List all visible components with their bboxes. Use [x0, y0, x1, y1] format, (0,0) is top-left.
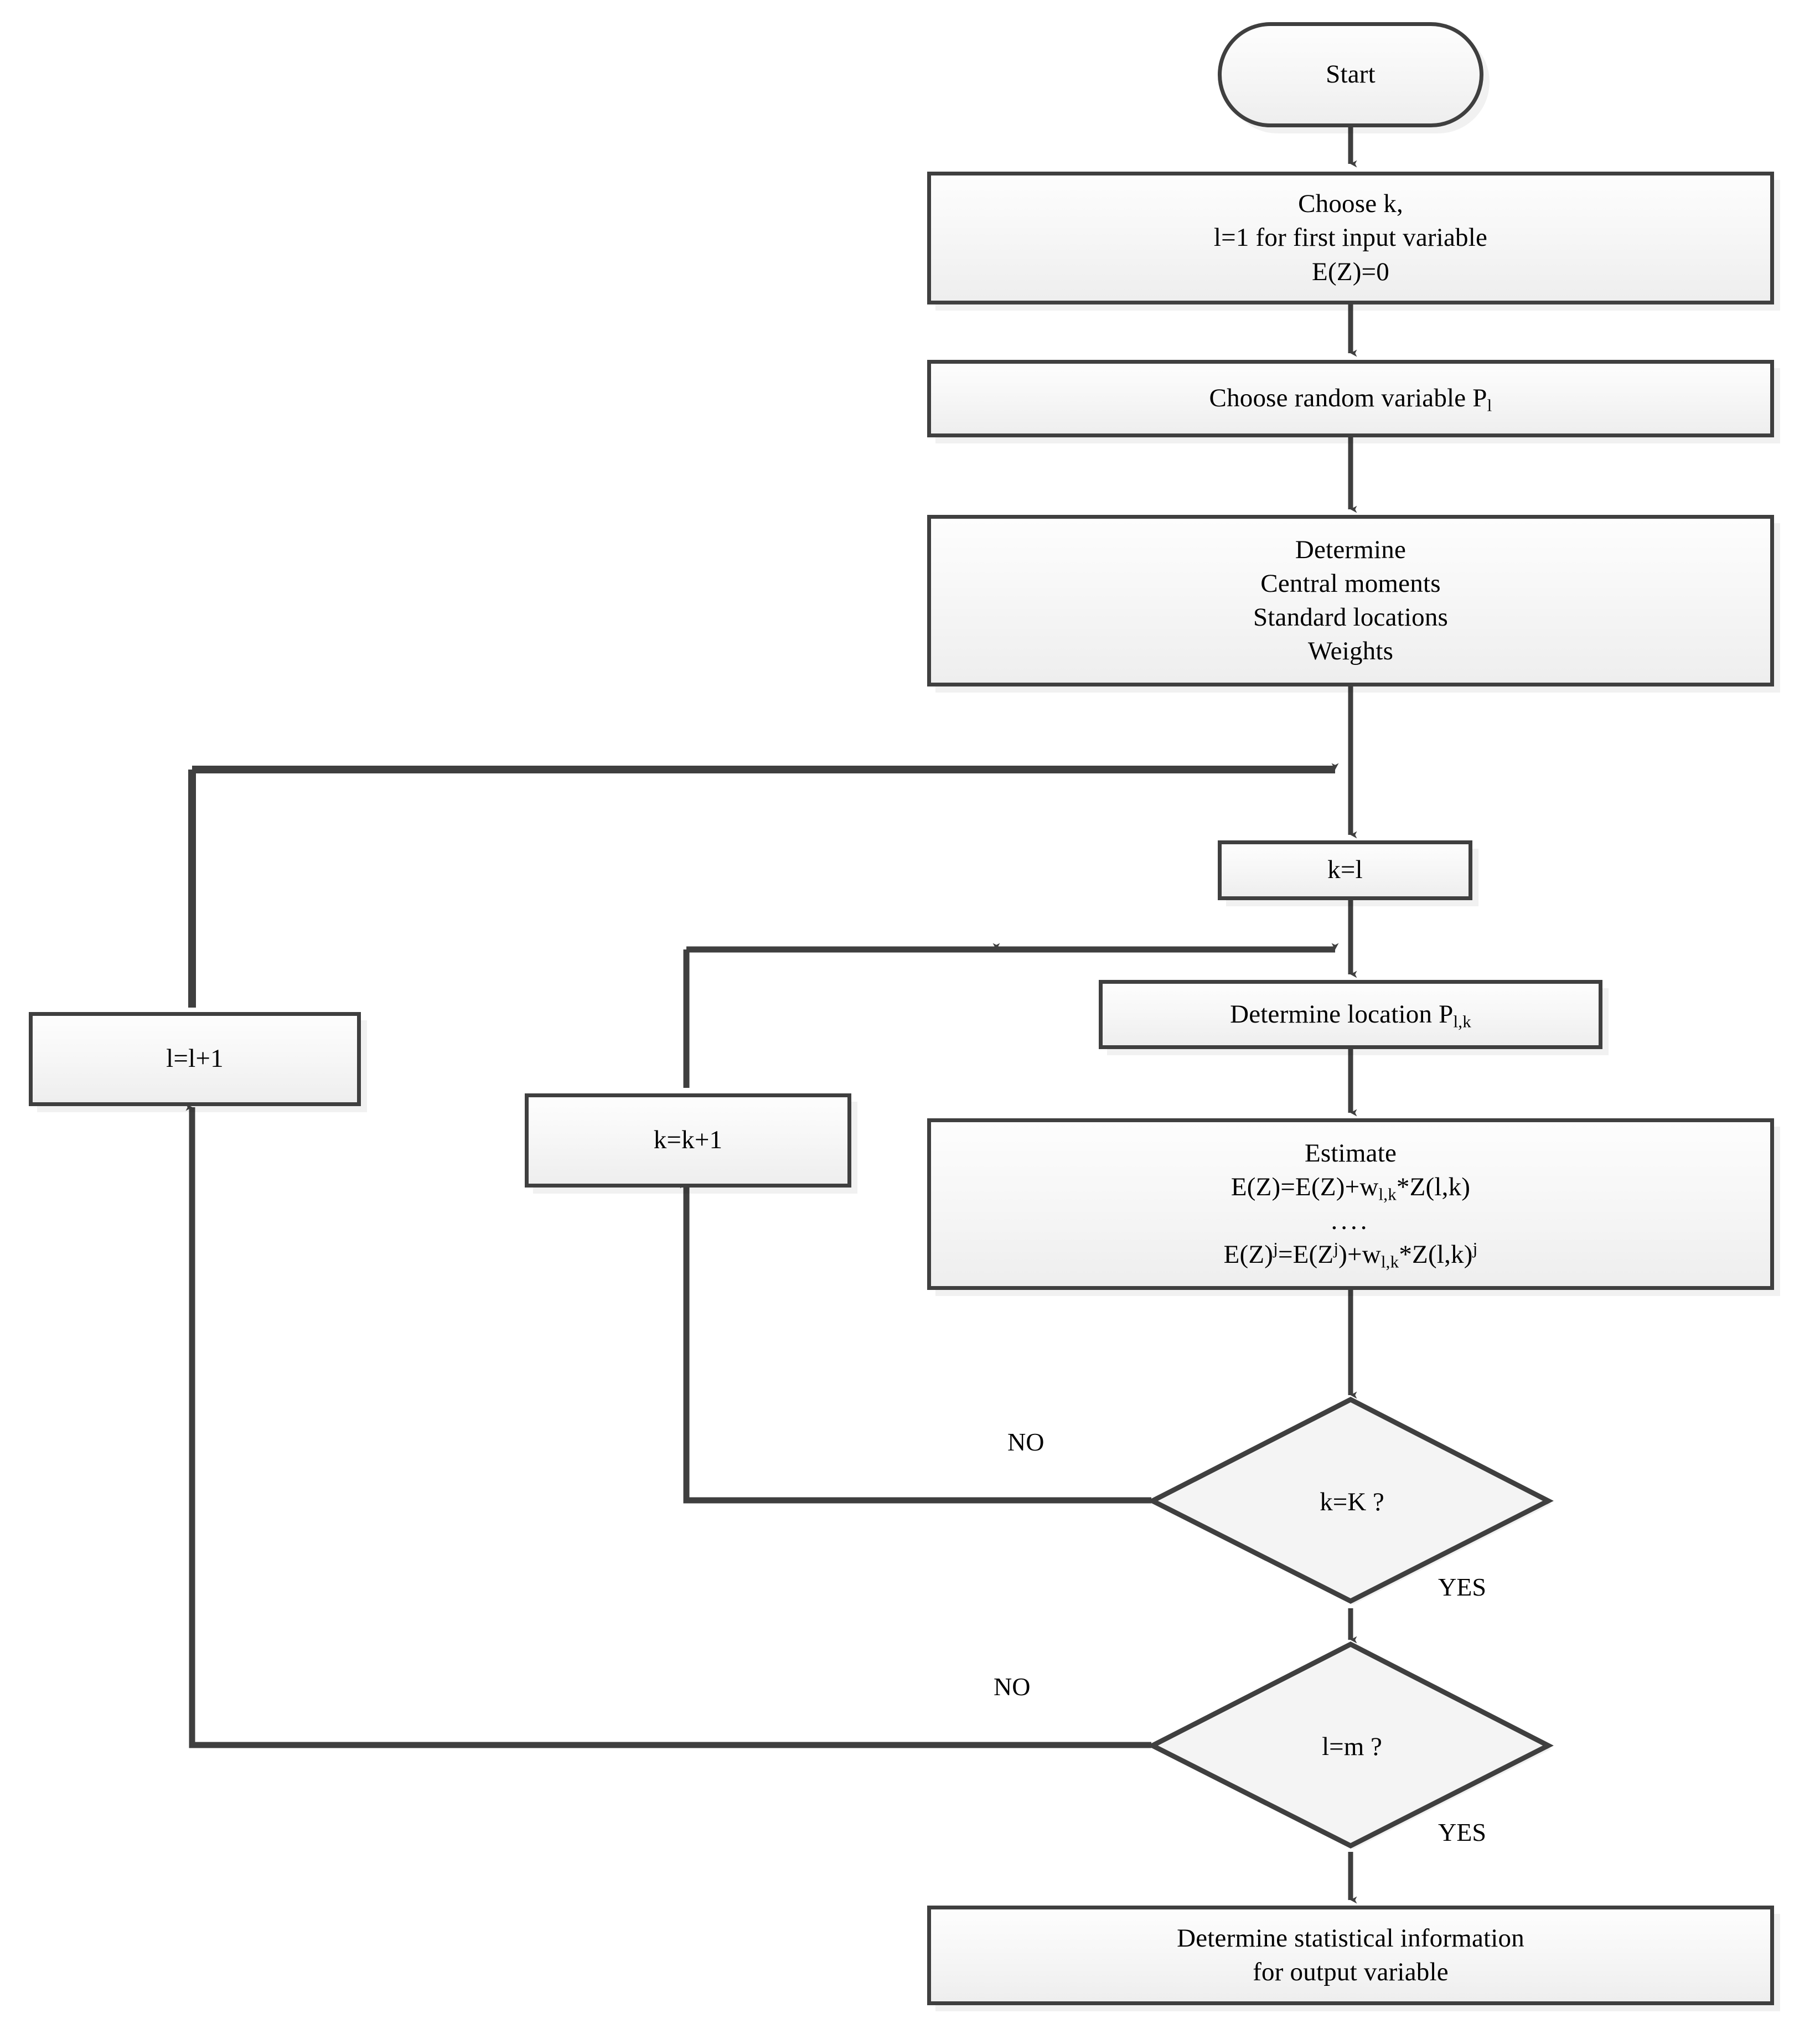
determine-line-2: Central moments: [1260, 569, 1441, 598]
choose-random-subscript: l: [1487, 396, 1492, 416]
node-determine-location[interactable]: Determine location Pl,k: [1099, 980, 1602, 1049]
node-choose-random-variable[interactable]: Choose random variable Pl: [927, 360, 1774, 437]
estimate-f2-d: *Z(l,k): [1399, 1240, 1473, 1269]
final-line-2: for output variable: [1253, 1958, 1449, 1986]
estimate-formula-1: E(Z)=E(Z)+wl,k*Z(l,k): [1224, 1170, 1478, 1204]
node-final-output[interactable]: Determine statistical information for ou…: [927, 1906, 1774, 2005]
node-start-label: Start: [1326, 60, 1376, 89]
node-choose-k-label: Choose k, l=1 for first input variable E…: [1205, 187, 1496, 288]
final-line-1: Determine statistical information: [1177, 1923, 1524, 1953]
choose-random-text: Choose random variable P: [1209, 384, 1487, 413]
node-k-increment-label: k=k+1: [653, 1126, 723, 1155]
node-k-increment[interactable]: k=k+1: [525, 1093, 851, 1188]
determine-line-4: Weights: [1307, 637, 1394, 666]
determine-location-text: Determine location P: [1230, 999, 1454, 1029]
decision-k-shape: [1149, 1396, 1554, 1604]
node-k-equals-l[interactable]: k=l: [1218, 840, 1472, 900]
estimate-f1-b: *Z(l,k): [1396, 1172, 1471, 1201]
estimate-f2-sup1: j: [1273, 1238, 1278, 1258]
node-decision-k-equals-K[interactable]: k=K ?: [1149, 1395, 1555, 1608]
node-determine-location-label: Determine location Pl,k: [1221, 998, 1480, 1031]
edge-label-l-yes: YES: [1438, 1818, 1486, 1846]
estimate-f1-sub: l,k: [1378, 1184, 1397, 1204]
node-k-equals-l-label: k=l: [1327, 855, 1363, 885]
estimate-f1-a: E(Z)=E(Z)+w: [1230, 1172, 1379, 1201]
node-determine-moments[interactable]: Determine Central moments Standard locat…: [927, 515, 1774, 686]
node-final-output-label: Determine statistical information for ou…: [1168, 1922, 1533, 1989]
estimate-f2-a: E(Z): [1223, 1240, 1274, 1269]
node-l-increment-label: l=l+1: [166, 1044, 224, 1073]
edge-label-l-no: NO: [994, 1672, 1031, 1701]
determine-line-3: Standard locations: [1253, 603, 1449, 632]
decision-l-shape: [1149, 1641, 1554, 1849]
estimate-line-1: Estimate: [1304, 1138, 1397, 1168]
node-decision-k-label: k=K ?: [1320, 1487, 1384, 1516]
estimate-f2-sup3: j: [1472, 1238, 1478, 1258]
node-decision-l-equals-m[interactable]: l=m ?: [1149, 1640, 1555, 1853]
determine-location-subscript: l,k: [1453, 1011, 1471, 1031]
edge-label-k-yes: YES: [1438, 1573, 1486, 1601]
edge-label-k-no: NO: [1007, 1428, 1045, 1456]
estimate-f2-sub: l,k: [1380, 1252, 1399, 1272]
estimate-formula-2: E(Z)j=E(Zj)+wl,k*Z(l,k)j: [1224, 1238, 1478, 1272]
node-start[interactable]: Start: [1218, 22, 1483, 127]
node-estimate-label: Estimate E(Z)=E(Z)+wl,k*Z(l,k) .... E(Z)…: [1215, 1137, 1487, 1272]
node-estimate[interactable]: Estimate E(Z)=E(Z)+wl,k*Z(l,k) .... E(Z)…: [927, 1118, 1774, 1290]
node-determine-moments-label: Determine Central moments Standard locat…: [1244, 533, 1457, 668]
estimate-f2-sup2: j: [1333, 1238, 1339, 1258]
estimate-f2-b: =E(Z: [1278, 1240, 1334, 1269]
choose-k-line-3: E(Z)=0: [1312, 257, 1389, 286]
node-choose-random-variable-label: Choose random variable Pl: [1201, 381, 1501, 415]
determine-line-1: Determine: [1295, 535, 1407, 564]
node-choose-k[interactable]: Choose k, l=1 for first input variable E…: [927, 172, 1774, 304]
estimate-f2-c: )+w: [1338, 1240, 1381, 1269]
choose-k-line-2: l=1 for first input variable: [1213, 223, 1488, 252]
node-l-increment[interactable]: l=l+1: [29, 1012, 361, 1106]
node-decision-l-label: l=m ?: [1322, 1732, 1382, 1761]
choose-k-line-1: Choose k,: [1298, 189, 1403, 219]
estimate-ellipsis: ....: [1331, 1206, 1371, 1235]
